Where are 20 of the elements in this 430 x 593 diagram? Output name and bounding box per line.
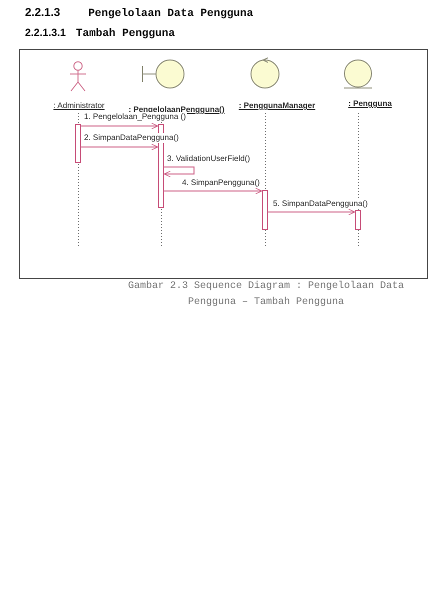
message-label: 2. SimpanDataPengguna() (83, 133, 180, 143)
activation-bar (262, 190, 268, 230)
figure-caption: Gambar 2.3 Sequence Diagram : Pengelolaan Data Pengguna – Tambah Pengguna (126, 280, 406, 310)
message-label: 4. SimpanPengguna() (181, 178, 261, 188)
section-heading: 2.2.1.3 Pengelolaan Data Pengguna (25, 6, 254, 21)
activation-bar (75, 124, 81, 163)
message-label: 1. Pengelolaan_Pengguna () (83, 112, 187, 122)
message-arrow (80, 122, 158, 130)
participant-label: : Pengguna (348, 99, 392, 108)
message-label: 3. ValidationUserField() (166, 154, 251, 164)
message-arrow (268, 208, 356, 216)
participant-label: : PenggunaManager (238, 101, 316, 110)
message-arrow (164, 188, 262, 194)
subsection-heading: 2.2.1.3.1 Tambah Pengguna (25, 26, 175, 41)
activation-bar (355, 210, 361, 230)
participant-label: : Administrator (53, 101, 105, 110)
message-label: 5. SimpanDataPengguna() (272, 199, 369, 209)
message-arrow (80, 144, 158, 150)
message-arrow (164, 166, 194, 178)
participant-label: : PengelolaanPengguna() (128, 105, 224, 114)
